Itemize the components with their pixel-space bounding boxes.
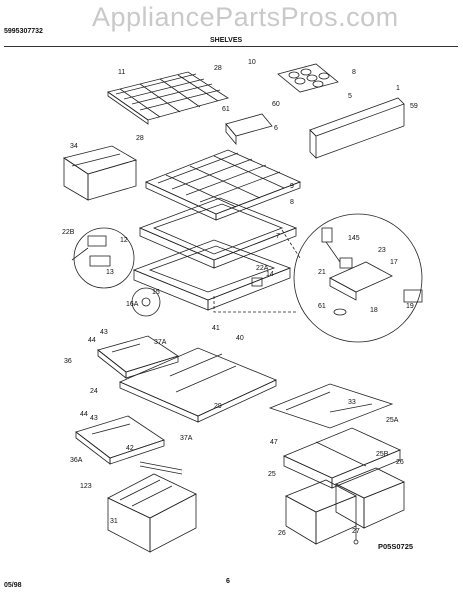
callout-label: 29: [214, 403, 222, 410]
callout-label: 24: [90, 388, 98, 395]
crisper-cover-frame: [132, 239, 292, 311]
egg-tray: [277, 63, 339, 93]
callout-label: 43: [90, 415, 98, 422]
callout-label: 31: [110, 518, 118, 525]
callout-label: 44: [88, 337, 96, 344]
callout-label: 11: [118, 69, 125, 76]
callout-label: 33: [348, 399, 356, 406]
callout-label: 40: [236, 335, 244, 342]
shelf-bracket: [225, 113, 273, 146]
shelf-rail: [309, 97, 405, 159]
callout-label: 23: [378, 247, 386, 254]
cover-trim-strip: [329, 403, 373, 413]
callout-label: 28: [214, 65, 222, 72]
callout-label: 22B: [62, 229, 75, 236]
callout-label: 19: [406, 303, 414, 310]
callout-label: 37A: [180, 435, 193, 442]
callout-label: 25A: [386, 417, 399, 424]
main-shelf-grille: [144, 149, 302, 221]
callout-label: 7: [276, 233, 280, 240]
crisper-drawer-center: [285, 479, 357, 545]
callout-label: 28: [136, 135, 144, 142]
callout-label: 26: [278, 530, 286, 537]
shelf-support-clip: [251, 277, 263, 287]
crisper-drawer-right: [335, 467, 405, 529]
callout-label: 43: [100, 329, 108, 336]
callout-label: 17: [390, 259, 398, 266]
callout-label: 6: [274, 125, 278, 132]
glass-shelf-large: [118, 347, 278, 423]
callout-label: 36: [64, 358, 72, 365]
thermostat-bulb: [321, 227, 333, 243]
callout-label: 5: [348, 93, 352, 100]
utility-bin: [63, 145, 138, 201]
callout-label: 61: [318, 303, 326, 310]
callout-label: 25: [268, 471, 276, 478]
damper-control: [87, 235, 107, 247]
callout-label: 10: [248, 59, 256, 66]
callout-label: 37A: [154, 339, 167, 346]
callout-label: 59: [410, 103, 418, 110]
callout-label: 26: [396, 459, 404, 466]
callout-label: 21: [318, 269, 326, 276]
callout-label: 15: [152, 289, 160, 296]
control-housing: [329, 261, 393, 293]
detail-view-15: [131, 287, 161, 317]
callout-label: 123: [80, 483, 92, 490]
section-title: SHELVES: [210, 37, 243, 44]
header-rule: [4, 46, 458, 47]
callout-label: 16A: [126, 301, 139, 308]
callout-label: 18: [370, 307, 378, 314]
light-switch-detail: [403, 289, 423, 303]
callout-label: 14: [266, 271, 274, 278]
callout-label: 47: [270, 439, 278, 446]
page-number: 6: [226, 578, 230, 585]
callout-label: 44: [80, 411, 88, 418]
crisper-drawer-left: [107, 473, 197, 553]
watermark: AppliancePartsPros.com: [92, 2, 399, 32]
shelf-frame: [138, 197, 298, 269]
callout-label: 36A: [70, 457, 83, 464]
callout-label: 9: [290, 183, 294, 190]
callout-label: 34: [70, 143, 78, 150]
callout-label: 41: [212, 325, 220, 332]
part-number: 5995307732: [4, 28, 43, 35]
callout-label: 61: [222, 106, 230, 113]
callout-label: 60: [272, 101, 280, 108]
callout-label: 12: [120, 237, 128, 244]
callout-label: 25B: [376, 451, 389, 458]
callout-label: 42: [126, 445, 134, 452]
callout-label: 13: [106, 269, 114, 276]
callout-label: 8: [290, 199, 294, 206]
crisper-cover-glass: [268, 383, 394, 429]
callout-label: 8: [352, 69, 356, 76]
glass-shelf-small-lower: [75, 415, 165, 465]
glass-shelf-small-upper: [97, 335, 179, 379]
drawer-slide: [139, 461, 183, 471]
detail-view-right: [293, 213, 423, 343]
figure-code: P05S0725: [378, 542, 414, 551]
revision-date: 05/98: [4, 582, 22, 589]
crisper-cover-frame-lower: [282, 427, 402, 489]
callout-label: 22A: [256, 265, 269, 272]
wire-shelf-upper: [107, 71, 229, 125]
callout-label: 145: [348, 235, 360, 242]
callout-label: 27: [352, 528, 360, 535]
control-knob: [333, 308, 347, 316]
damper-housing: [89, 255, 111, 267]
callout-label: 1: [396, 85, 400, 92]
